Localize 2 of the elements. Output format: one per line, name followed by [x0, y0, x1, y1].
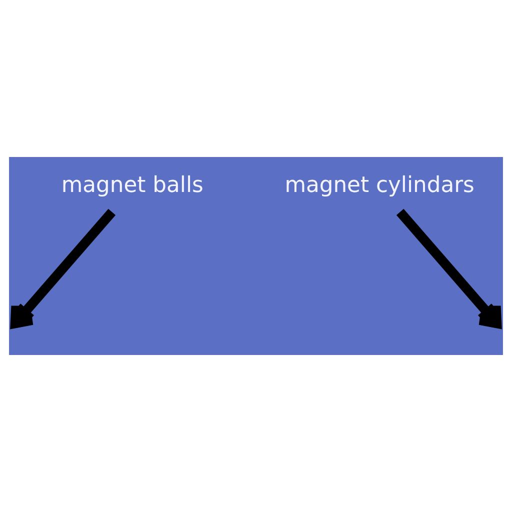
node-text: magnet balls — [61, 173, 204, 198]
node-text: magnet cylindars — [284, 173, 474, 198]
